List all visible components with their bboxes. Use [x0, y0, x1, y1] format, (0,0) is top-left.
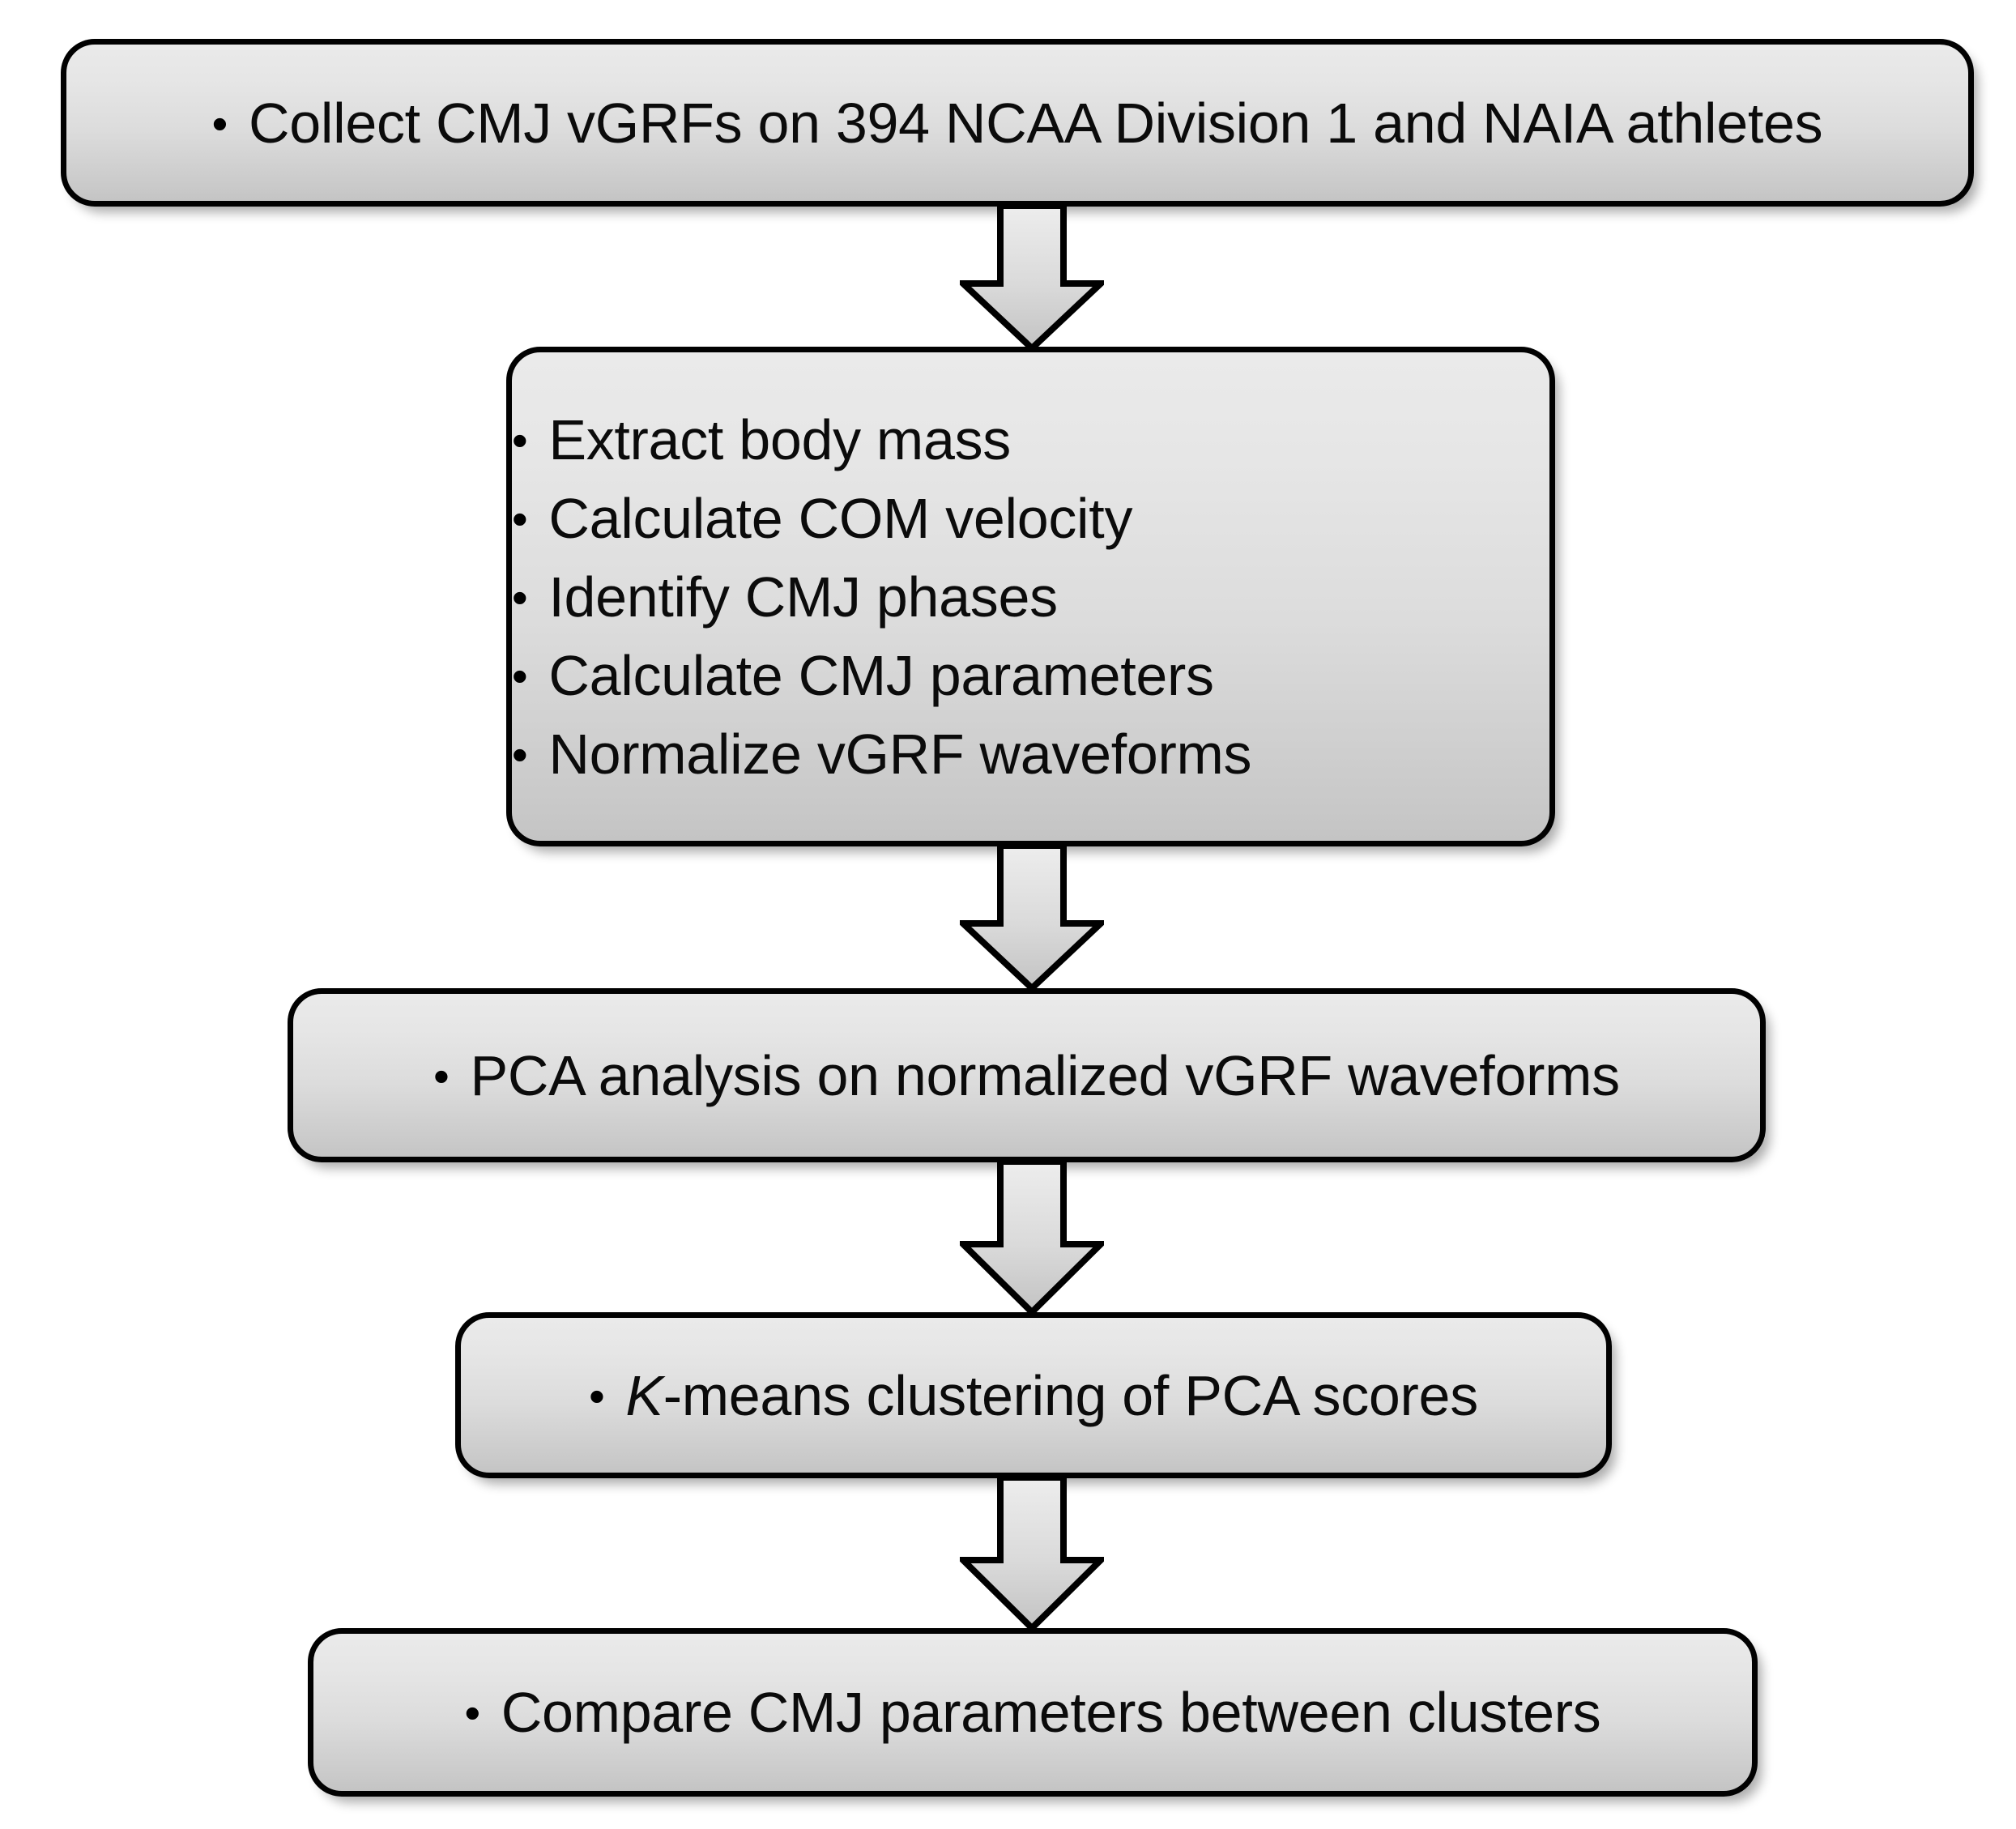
list-item: • Calculate COM velocity	[512, 490, 1549, 547]
list-item: • Calculate CMJ parameters	[512, 647, 1549, 704]
bullet-label: Extract body mass	[548, 407, 1011, 471]
bullet-label: Identify CMJ phases	[548, 565, 1058, 629]
flow-node-compare[interactable]: • Compare CMJ parameters between cluster…	[308, 1628, 1758, 1797]
bullet-list: • Extract body mass • Calculate COM velo…	[512, 390, 1549, 804]
arrow-3-down-icon	[960, 1160, 1104, 1315]
flow-node-collect[interactable]: • Collect CMJ vGRFs on 394 NCAA Division…	[61, 39, 1974, 207]
bullet-list: • Collect CMJ vGRFs on 394 NCAA Division…	[66, 95, 1968, 151]
kmeans-label-rest: -means clustering of PCA scores	[663, 1363, 1478, 1427]
bullet-label: Normalize vGRF waveforms	[548, 722, 1252, 786]
bullet-label: K-means clustering of PCA scores	[625, 1367, 1478, 1424]
bullet-dot-icon: •	[464, 1687, 480, 1738]
arrow-1-down-icon	[960, 204, 1104, 352]
bullet-list: • PCA analysis on normalized vGRF wavefo…	[293, 1047, 1760, 1104]
list-item: • Normalize vGRF waveforms	[512, 726, 1549, 782]
bullet-label: Calculate CMJ parameters	[548, 643, 1214, 707]
list-item: • Identify CMJ phases	[512, 569, 1549, 625]
bullet-dot-icon: •	[512, 650, 528, 701]
list-item: • Collect CMJ vGRFs on 394 NCAA Division…	[212, 95, 1823, 151]
list-item: • Extract body mass	[512, 411, 1549, 468]
bullet-label: PCA analysis on normalized vGRF waveform…	[470, 1043, 1620, 1107]
bullet-dot-icon: •	[433, 1050, 450, 1102]
flow-node-process[interactable]: • Extract body mass • Calculate COM velo…	[506, 347, 1555, 846]
list-item: • K-means clustering of PCA scores	[589, 1367, 1478, 1424]
flow-node-pca[interactable]: • PCA analysis on normalized vGRF wavefo…	[288, 988, 1766, 1162]
bullet-dot-icon: •	[512, 571, 528, 623]
bullet-dot-icon: •	[512, 414, 528, 466]
bullet-dot-icon: •	[512, 492, 528, 544]
bullet-label: Collect CMJ vGRFs on 394 NCAA Division 1…	[248, 91, 1823, 155]
kmeans-italic-k: K	[625, 1363, 663, 1427]
list-item: • Compare CMJ parameters between cluster…	[464, 1684, 1600, 1741]
arrow-4-down-icon	[960, 1476, 1104, 1631]
list-item: • PCA analysis on normalized vGRF wavefo…	[433, 1047, 1620, 1104]
bullet-list: • Compare CMJ parameters between cluster…	[313, 1684, 1752, 1741]
bullet-dot-icon: •	[512, 728, 528, 780]
bullet-dot-icon: •	[589, 1370, 605, 1422]
bullet-list: • K-means clustering of PCA scores	[461, 1367, 1606, 1424]
flow-node-kmeans[interactable]: • K-means clustering of PCA scores	[455, 1312, 1612, 1478]
bullet-dot-icon: •	[211, 97, 228, 149]
bullet-label: Calculate COM velocity	[548, 486, 1133, 550]
bullet-label: Compare CMJ parameters between clusters	[501, 1681, 1601, 1744]
arrow-2-down-icon	[960, 844, 1104, 991]
